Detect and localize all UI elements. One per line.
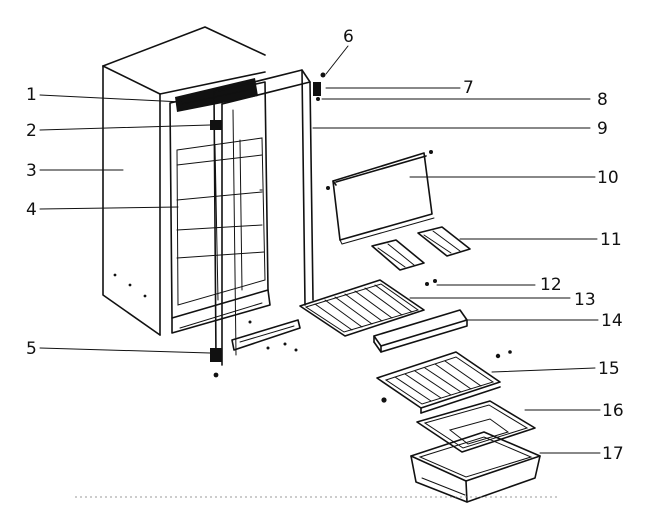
callout-8: 8 <box>597 90 608 110</box>
callout-5: 5 <box>26 339 37 359</box>
callout-11: 11 <box>600 230 622 250</box>
callout-6: 6 <box>343 27 354 47</box>
freezer-shelf-drawing <box>299 279 425 337</box>
door-drawing <box>210 69 326 378</box>
callout-10: 10 <box>597 168 619 188</box>
callout-3: 3 <box>26 161 37 181</box>
refrigerator-shelf-drawing <box>376 351 501 414</box>
callout-9: 9 <box>597 119 608 139</box>
callout-2: 2 <box>26 121 37 141</box>
crisper-pan-drawing <box>410 431 541 503</box>
shelf-pegs-drawing <box>381 279 512 403</box>
callout-17: 17 <box>602 444 624 464</box>
callout-12: 12 <box>540 275 562 295</box>
freezer-door-drawing <box>326 150 435 245</box>
callout-numbers: 1 2 3 4 5 6 7 8 9 10 11 12 13 14 15 16 1… <box>26 27 624 464</box>
callout-4: 4 <box>26 200 37 220</box>
callout-15: 15 <box>598 359 620 379</box>
ice-trays-drawing <box>371 226 471 271</box>
callout-14: 14 <box>601 311 623 331</box>
callout-1: 1 <box>26 85 37 105</box>
kick-plate-drawing <box>373 309 468 353</box>
leader-lines <box>39 45 601 454</box>
callout-7: 7 <box>463 78 474 98</box>
callout-16: 16 <box>602 401 624 421</box>
cabinet-drawing <box>102 26 271 336</box>
callout-13: 13 <box>574 290 596 310</box>
